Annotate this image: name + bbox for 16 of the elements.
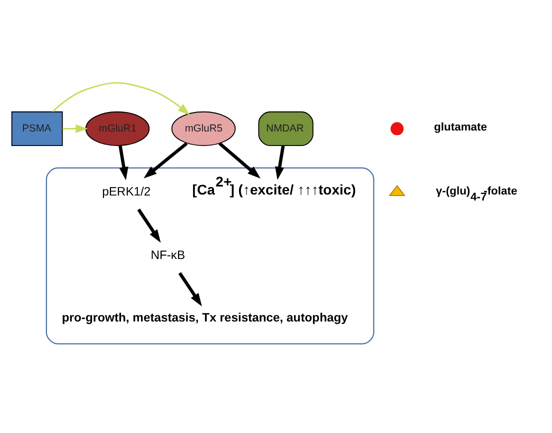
arrow bbox=[52, 82, 190, 115]
node-text: pERK1/2 bbox=[102, 184, 151, 198]
arrow bbox=[118, 144, 128, 180]
arrow bbox=[178, 272, 202, 306]
arrow bbox=[144, 142, 188, 178]
arrow bbox=[137, 208, 161, 242]
arrow bbox=[275, 145, 285, 180]
node-box: NMDAR bbox=[258, 110, 314, 146]
node-ellipse: mGluR5 bbox=[171, 110, 236, 146]
node-text: NF-κB bbox=[150, 248, 186, 262]
node-ellipse: mGluR1 bbox=[85, 110, 150, 146]
legend-label: glutamate bbox=[434, 121, 488, 134]
node-box: PSMA bbox=[11, 110, 63, 146]
node-text: pro-growth, metastasis, Tx resistance, autophagy bbox=[62, 310, 348, 324]
arrow bbox=[62, 124, 88, 132]
arrow bbox=[218, 142, 261, 178]
